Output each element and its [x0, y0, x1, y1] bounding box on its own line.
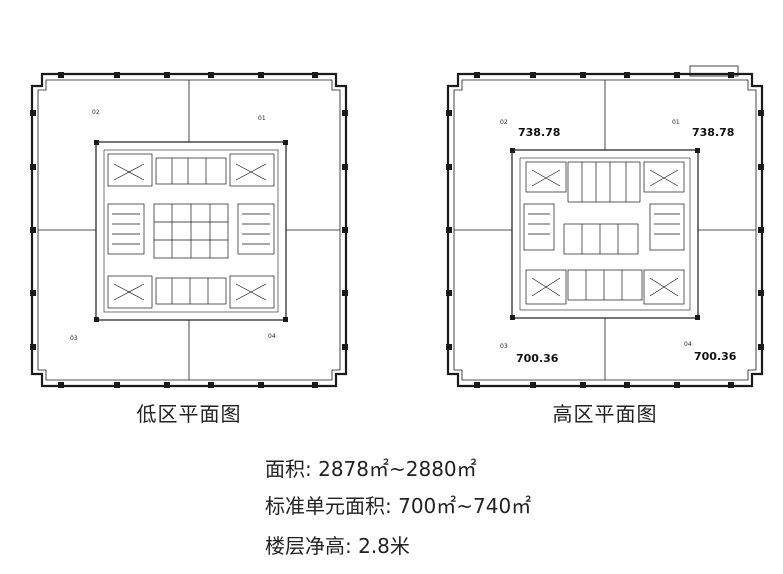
structural-columns: [30, 72, 348, 388]
unit-area: 738.78: [518, 126, 560, 139]
roof-feature: [689, 65, 739, 77]
unit-number: 02: [500, 119, 508, 126]
unit-number: 01: [672, 119, 680, 126]
unit-number: 01: [258, 115, 266, 122]
outer-wall: [446, 72, 764, 388]
unit-area: 700.36: [694, 350, 737, 363]
outer-wall: [30, 72, 348, 388]
total-area-spec: 面积: 2878㎡~2880㎡: [265, 457, 477, 481]
core-outline: [95, 141, 287, 321]
high-zone-plan-drawing: 02 738.78 01 738.78 03 700.36 04 700.36: [446, 65, 764, 388]
high-zone-caption: 高区平面图: [552, 402, 658, 426]
unit-number: 04: [684, 341, 692, 348]
core-inner: [519, 157, 691, 311]
unit-number: 03: [70, 335, 78, 342]
low-zone-plan-drawing: 02 01 03 04: [30, 72, 348, 388]
core-inner: [103, 149, 279, 313]
unit-number: 03: [500, 343, 508, 350]
low-zone-caption: 低区平面图: [136, 402, 242, 426]
ceiling-height-spec: 楼层净高: 2.8米: [265, 534, 410, 558]
structural-columns: [446, 72, 764, 388]
unit-area: 738.78: [692, 126, 734, 139]
core-outline: [511, 149, 699, 319]
unit-number: 04: [268, 333, 276, 340]
unit-area: 700.36: [516, 352, 559, 365]
inner-wall: [37, 79, 341, 381]
unit-number: 02: [92, 109, 100, 116]
inner-wall: [453, 79, 757, 381]
low-zone-floor-plan: 02 01 03 04: [24, 64, 354, 396]
unit-area-spec: 标准单元面积: 700㎡~740㎡: [265, 494, 532, 518]
high-zone-floor-plan: 02 738.78 01 738.78 03 700.36 04 700.36: [440, 64, 770, 396]
